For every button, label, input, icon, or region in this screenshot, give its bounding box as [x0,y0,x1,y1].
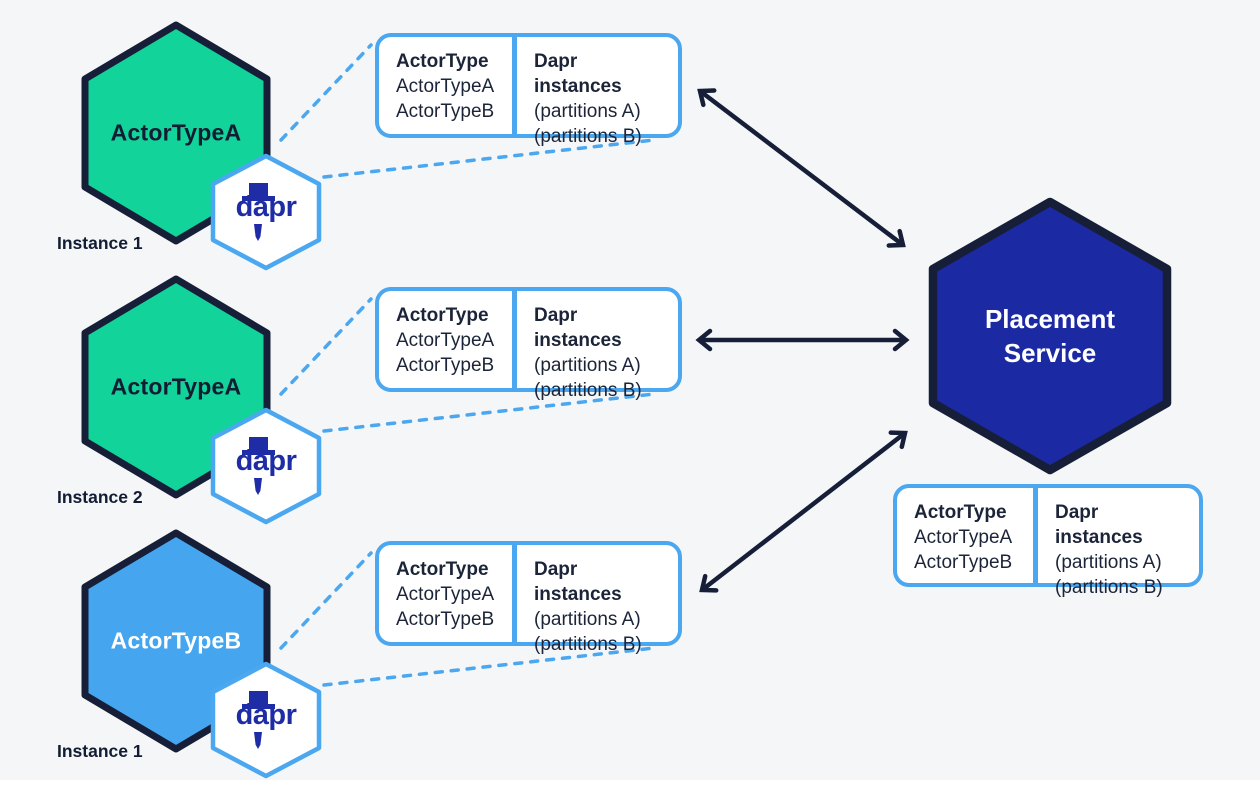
table-cell: ActorTypeB [396,355,495,376]
routing-table-actortype-column: ActorType ActorTypeA ActorTypeB [379,545,517,642]
table-cell: (partitions B) [1055,577,1163,598]
dapr-wordmark: dapr [235,191,297,223]
dapr-sidecar-hexagon [210,153,322,271]
instance-label: Instance 1 [57,233,143,253]
dapr-wordmark: dapr [235,699,297,731]
table-col-header: ActorType [914,502,1007,523]
actor-type-label: ActorTypeA [110,373,242,400]
placement-service-label: Placement Service [985,302,1115,370]
table-cell: (partitions A) [1055,552,1162,573]
placement-routing-table: ActorType ActorTypeA ActorTypeB Dapr ins… [893,484,1203,598]
routing-table-instances-column: Dapr instances (partitions A) (partition… [1038,488,1199,598]
table-col-header: ActorType [396,305,489,326]
table-col-header: Dapr instances [534,305,622,351]
dapr-hat-brim-icon [242,450,275,455]
dapr-hat-icon [249,691,268,705]
table-cell: ActorTypeA [396,76,495,97]
dapr-hat-icon [249,437,268,451]
sidecar-table-dashed-line [279,43,373,142]
table-cell: ActorTypeB [914,552,1013,573]
table-cell: ActorTypeB [396,101,495,122]
dapr-wordmark: dapr [235,445,297,477]
connection-arrow-bottom [699,430,908,593]
routing-table-instance1-typea: ActorType ActorTypeA ActorTypeB Dapr ins… [375,33,682,147]
routing-table-instance2-typea: ActorType ActorTypeA ActorTypeB Dapr ins… [375,287,682,401]
dapr-tie-icon [254,732,262,749]
table-cell: (partitions A) [534,609,641,630]
actor-type-label: ActorTypeA [110,119,242,146]
routing-table-instance1-typeb: ActorType ActorTypeA ActorTypeB Dapr ins… [375,541,682,655]
page-bottom-edge [0,780,1260,788]
routing-table-instances-column: Dapr instances (partitions A) (partition… [517,291,678,401]
routing-table-instances-column: Dapr instances (partitions A) (partition… [517,545,678,655]
table-cell: (partitions A) [534,355,641,376]
table-cell: ActorTypeA [914,527,1013,548]
sidecar-table-dashed-line [322,138,656,179]
table-cell: (partitions B) [534,380,642,401]
table-cell: ActorTypeB [396,609,495,630]
sidecar-table-dashed-line [279,297,373,396]
dapr-hat-brim-icon [242,704,275,709]
dapr-logo: dapr [224,173,308,251]
dapr-hat-brim-icon [242,196,275,201]
table-cell: (partitions A) [534,101,641,122]
dapr-sidecar-hexagon [210,407,322,525]
table-col-header: Dapr instances [534,51,622,97]
instance-label: Instance 2 [57,487,143,507]
placement-service-label-line1: Placement [984,304,1116,334]
table-cell: ActorTypeA [396,584,495,605]
placement-service-hexagon [928,197,1172,475]
table-col-header: Dapr instances [1055,502,1143,548]
routing-table-actortype-column: ActorType ActorTypeA ActorTypeB [379,37,517,134]
dapr-tie-icon [254,478,262,495]
table-cell: (partitions B) [534,634,642,655]
table-cell: ActorTypeA [396,330,495,351]
dapr-hat-icon [249,183,268,197]
sidecar-table-dashed-line [322,646,656,687]
placement-service-label-line2: Service [1003,338,1097,368]
sidecar-table-dashed-line [322,392,656,433]
routing-table-actortype-column: ActorType ActorTypeA ActorTypeB [897,488,1038,583]
dapr-tie-icon [254,224,262,241]
table-col-header: ActorType [396,51,489,72]
sidecar-table-dashed-line [279,551,373,650]
routing-table-instances-column: Dapr instances (partitions A) (partition… [517,37,678,147]
table-cell: (partitions B) [534,126,642,147]
dapr-sidecar-hexagon [210,661,322,779]
instance-label: Instance 1 [57,741,143,761]
dapr-logo: dapr [224,427,308,505]
routing-table-actortype-column: ActorType ActorTypeA ActorTypeB [379,291,517,388]
table-col-header: ActorType [396,559,489,580]
connection-arrow-top [697,88,906,248]
dapr-logo: dapr [224,681,308,759]
actor-type-label: ActorTypeB [110,627,242,654]
table-col-header: Dapr instances [534,559,622,605]
